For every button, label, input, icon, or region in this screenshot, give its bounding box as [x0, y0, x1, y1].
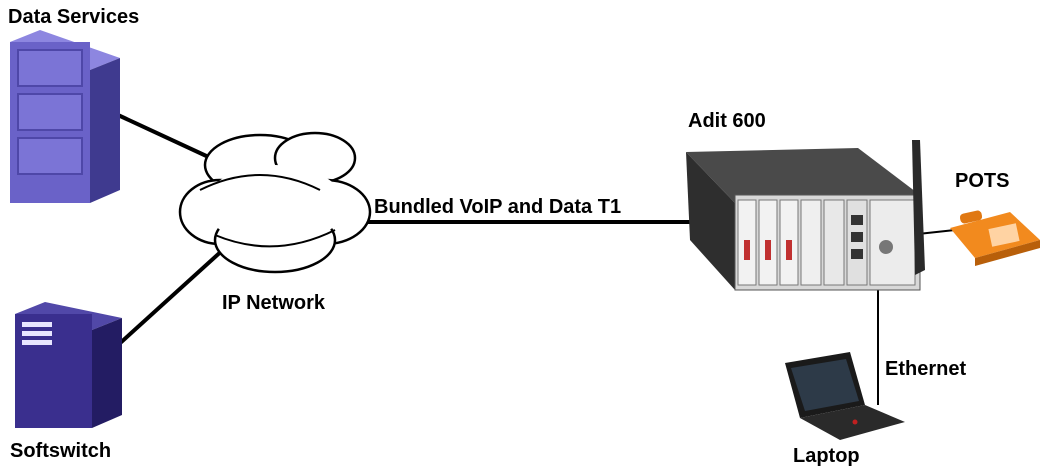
- laptop-label: Laptop: [793, 445, 860, 467]
- softswitch-label: Softswitch: [10, 440, 112, 462]
- softswitch-server-icon: [15, 302, 122, 428]
- line-adit-to-pots: [917, 229, 956, 235]
- connection-lines: [116, 113, 735, 347]
- bundled-link-label: Bundled VoIP and Data T1: [374, 196, 622, 218]
- line-softswitch-to-cloud: [116, 246, 227, 347]
- line-data-services-to-cloud: [117, 113, 216, 162]
- adit-600-chassis-icon: [686, 140, 925, 291]
- data-services-label: Data Services: [8, 6, 140, 28]
- ethernet-label: Ethernet: [885, 358, 967, 380]
- pots-label: POTS: [955, 170, 1010, 192]
- data-services-server-icon: [10, 30, 120, 203]
- laptop-icon: [785, 352, 905, 440]
- ip-network-cloud-icon: [178, 131, 372, 274]
- adit-600-label: Adit 600: [688, 110, 766, 132]
- pots-phone-icon: [950, 210, 1040, 266]
- ip-network-label: IP Network: [222, 292, 325, 314]
